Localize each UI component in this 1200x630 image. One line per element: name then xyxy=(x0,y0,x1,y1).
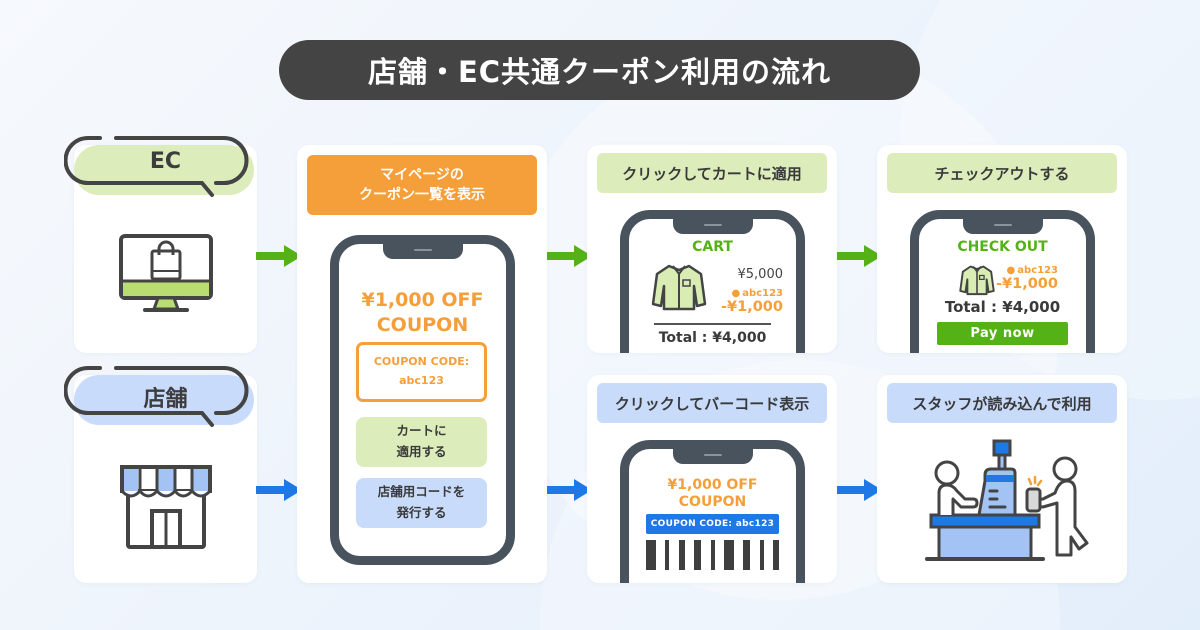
item-price: ¥5,000 xyxy=(737,267,784,282)
coupon-code-value: abc123 xyxy=(399,374,444,387)
button-label: 発行する xyxy=(396,505,447,520)
cart-screen-title: CART xyxy=(692,239,733,255)
phone-notch xyxy=(382,243,463,259)
phone-notch xyxy=(672,448,753,464)
checkout-screen-title: CHECK OUT xyxy=(957,239,1048,255)
phone-notch xyxy=(672,218,753,234)
step-header-cart: クリックしてカートに適用 xyxy=(597,153,827,193)
step-header-checkout: チェックアウトする xyxy=(887,153,1117,193)
step-header-staff: スタッフが読み込んで利用 xyxy=(887,383,1117,423)
channel-card-store: 店舗 xyxy=(64,366,257,583)
coupon-title: ¥1,000 OFF COUPON xyxy=(339,288,506,337)
barcode xyxy=(646,540,779,570)
step-card-staff: スタッフが読み込んで利用 xyxy=(877,375,1127,583)
step-card-mypage: マイページの クーポン一覧を表示 ¥1,000 OFF COUPON COUPO… xyxy=(297,145,547,583)
coupon-tag-code: abc123 xyxy=(1017,265,1058,276)
apply-to-cart-button[interactable]: カートに 適用する xyxy=(356,417,487,467)
coupon-amount: ¥1,000 OFF xyxy=(361,289,484,311)
discount-amount: -¥1,000 xyxy=(721,299,783,315)
phone-mockup: CHECK OUT ●abc123 -¥1,000 Total : ¥4,000… xyxy=(910,210,1095,353)
coupon-tag: ●abc123 xyxy=(1007,265,1058,276)
discount-amount: -¥1,000 xyxy=(996,276,1058,292)
channel-card-ec: EC xyxy=(64,136,257,353)
phone-mockup: ¥1,000 OFF COUPON COUPON CODE: abc123 カー… xyxy=(330,235,515,565)
checkout-total: Total : ¥4,000 xyxy=(944,298,1061,316)
coupon-title: ¥1,000 OFF COUPON xyxy=(629,477,796,511)
button-label: カートに xyxy=(396,423,447,439)
tag-icon: ● xyxy=(731,288,741,299)
coupon-label: COUPON xyxy=(376,313,469,336)
shirt-icon xyxy=(651,264,707,311)
page-title: 店舗・EC共通クーポン利用の流れ xyxy=(279,40,920,100)
step-card-checkout: チェックアウトする CHECK OUT ●abc123 -¥1,000 Tota… xyxy=(877,145,1127,353)
coupon-tag: ●abc123 xyxy=(732,288,783,299)
step-card-cart: クリックしてカートに適用 CART ¥5,000 ●abc123 -¥1,000… xyxy=(587,145,837,353)
phone-mockup: CART ¥5,000 ●abc123 -¥1,000 Total : ¥4,0… xyxy=(620,210,805,353)
issue-store-code-button[interactable]: 店舗用コードを 発行する xyxy=(356,478,487,528)
speech-bubble-ec xyxy=(64,136,254,197)
step-card-barcode: クリックしてバーコード表示 ¥1,000 OFF COUPON COUPON C… xyxy=(587,375,837,583)
cart-total: Total : ¥4,000 xyxy=(658,330,767,346)
channel-label-ec: EC xyxy=(149,149,182,174)
button-label: 適用する xyxy=(396,444,447,459)
arrow-right-icon xyxy=(546,479,592,501)
arrow-right-icon xyxy=(546,245,592,267)
coupon-tag-code: abc123 xyxy=(742,288,783,299)
arrow-right-icon xyxy=(836,479,882,501)
cashier-scanning-phone-icon xyxy=(925,439,1089,561)
arrow-right-icon xyxy=(836,245,882,267)
arrow-right-icon xyxy=(256,479,302,501)
arrow-right-icon xyxy=(256,245,302,267)
coupon-code-box: COUPON CODE: abc123 xyxy=(356,342,487,402)
storefront-icon xyxy=(120,465,212,549)
pay-now-button[interactable]: Pay now xyxy=(937,322,1068,345)
header-line: マイページの xyxy=(380,166,464,183)
step-header-barcode: クリックしてバーコード表示 xyxy=(597,383,827,423)
header-line: クーポン一覧を表示 xyxy=(359,187,485,203)
shirt-icon xyxy=(959,265,995,296)
coupon-label: COUPON xyxy=(678,493,747,510)
speech-bubble-store xyxy=(64,366,254,427)
step-header-mypage: マイページの クーポン一覧を表示 xyxy=(307,155,537,215)
channel-label-store: 店舗 xyxy=(143,387,188,412)
phone-notch xyxy=(962,218,1043,234)
button-label: 店舗用コードを xyxy=(377,484,466,500)
divider xyxy=(654,323,771,325)
monitor-shopping-bag-icon xyxy=(119,234,213,312)
coupon-code-badge: COUPON CODE: abc123 xyxy=(646,514,779,534)
tag-icon: ● xyxy=(1006,265,1016,276)
coupon-code-label: COUPON CODE: xyxy=(373,355,470,369)
phone-mockup: ¥1,000 OFF COUPON COUPON CODE: abc123 xyxy=(620,440,805,583)
coupon-amount: ¥1,000 OFF xyxy=(667,477,758,493)
